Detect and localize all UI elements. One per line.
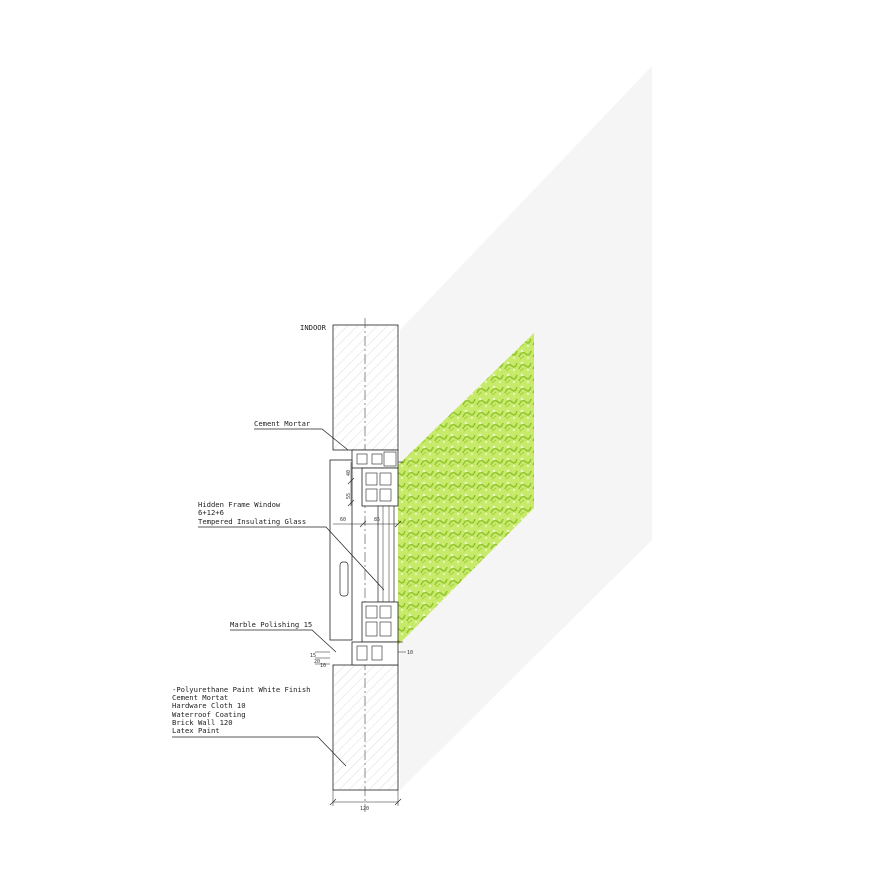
cement-mortar-leader (254, 428, 349, 451)
marble-label: Marble Polishing 15 (230, 620, 312, 629)
tempered-glass-label: Tempered Insulating Glass (198, 517, 306, 526)
finish-layers-leader (172, 736, 347, 767)
finish-layer-item: Brick Wall 120 (172, 718, 233, 727)
marble-leader (230, 629, 337, 653)
hidden-frame-leader (198, 526, 385, 591)
cement-mortar-label: Cement Mortar (254, 419, 311, 428)
finish-layers-list: -Polyurethane Paint White Finish Cement … (172, 685, 310, 735)
dim-10b: 10 (320, 663, 326, 669)
foliage-panel (398, 333, 534, 645)
hidden-frame-label: Hidden Frame Window (198, 500, 281, 509)
indoor-label: INDOOR (300, 323, 327, 332)
window-frame (329, 449, 403, 666)
dim-55: 55 (346, 493, 352, 499)
finish-layer-item: Cement Mortat (172, 693, 228, 702)
finish-layer-item: Latex Paint (172, 726, 220, 735)
finish-layer-item: Waterroof Coating (172, 710, 246, 719)
dim-85: 85 (374, 517, 380, 523)
dim-120: 120 (360, 806, 369, 812)
glass-spec-label: 6+12+6 (198, 508, 224, 517)
lower-wall (332, 664, 399, 791)
dim-40: 40 (346, 470, 352, 476)
dim-20: 20 (314, 659, 320, 665)
finish-layer-item: Hardware Cloth 10 (172, 701, 246, 710)
dim-10: 10 (407, 650, 413, 656)
dimension-lines (315, 462, 406, 806)
upper-wall (332, 324, 399, 451)
dim-15: 15 (310, 653, 316, 659)
dim-60: 60 (340, 517, 346, 523)
finish-layer-item: -Polyurethane Paint White Finish (172, 685, 310, 694)
